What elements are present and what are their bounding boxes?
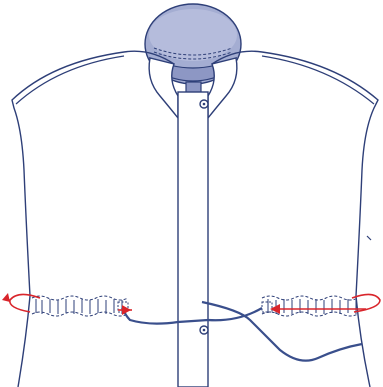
button-icon: [200, 326, 208, 334]
drawcord: [122, 302, 362, 361]
left-waist-casing: [32, 296, 128, 316]
arrow-right-icon: [270, 294, 380, 314]
button-icon: [200, 100, 208, 108]
shirt-body: [12, 51, 378, 387]
